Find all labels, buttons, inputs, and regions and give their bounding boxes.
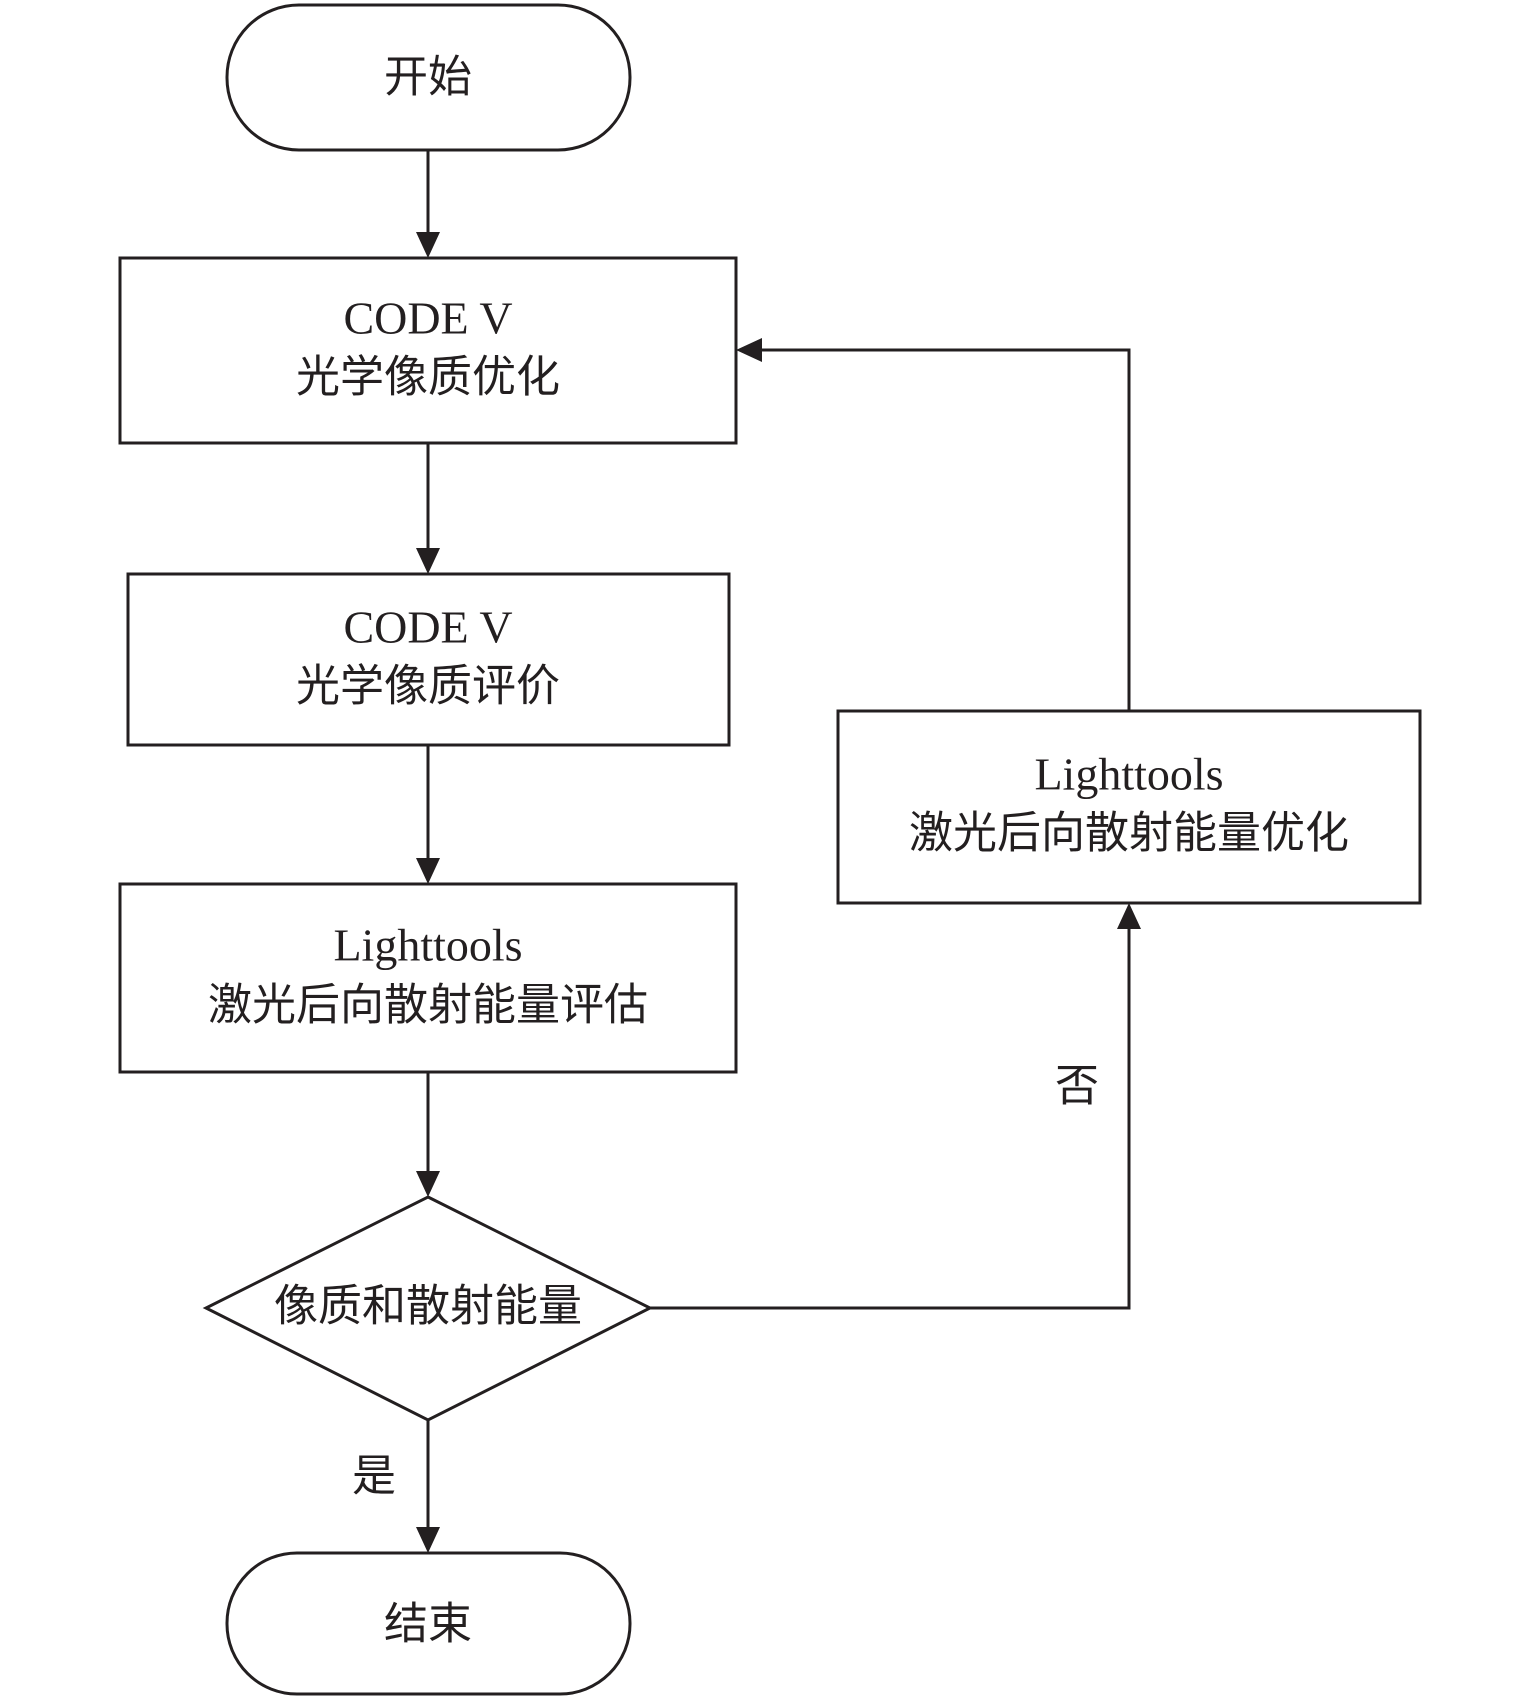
lighttools-evaluate-node: Lighttools 激光后向散射能量评估: [118, 882, 738, 1074]
code-v-optimize-subtitle: 光学像质优化: [296, 352, 560, 403]
lighttools-evaluate-subtitle: 激光后向散射能量评估: [208, 980, 648, 1031]
end-node: 结束: [225, 1551, 632, 1696]
start-label: 开始: [384, 52, 472, 103]
arrow-lighttools-to-decision: [416, 1072, 440, 1197]
start-node: 开始: [225, 3, 632, 152]
code-v-evaluate-node: CODE V 光学像质评价: [126, 572, 731, 747]
code-v-optimize-node: CODE V 光学像质优化: [118, 256, 738, 445]
no-label: 否: [1055, 1061, 1099, 1112]
arrow-optimize-to-evaluate: [416, 443, 440, 574]
yes-label: 是: [352, 1451, 396, 1502]
arrow-decision-to-lighttools-optimize: [650, 903, 1141, 1310]
lighttools-optimize-subtitle: 激光后向散射能量优化: [909, 808, 1349, 859]
arrow-evaluate-to-lighttools: [416, 745, 440, 884]
code-v-evaluate-title: CODE V: [343, 602, 512, 653]
code-v-evaluate-subtitle: 光学像质评价: [296, 661, 560, 712]
lighttools-optimize-title: Lighttools: [1034, 749, 1223, 800]
lighttools-evaluate-title: Lighttools: [333, 920, 522, 971]
end-label: 结束: [384, 1599, 472, 1650]
arrow-start-to-optimize: [416, 150, 440, 258]
code-v-optimize-title: CODE V: [343, 293, 512, 344]
arrow-feedback-to-optimize: [736, 338, 1131, 711]
decision-node: 像质和散射能量: [202, 1195, 654, 1422]
decision-label: 像质和散射能量: [274, 1281, 582, 1332]
lighttools-optimize-node: Lighttools 激光后向散射能量优化: [836, 709, 1422, 905]
arrow-decision-to-end: [416, 1420, 440, 1553]
